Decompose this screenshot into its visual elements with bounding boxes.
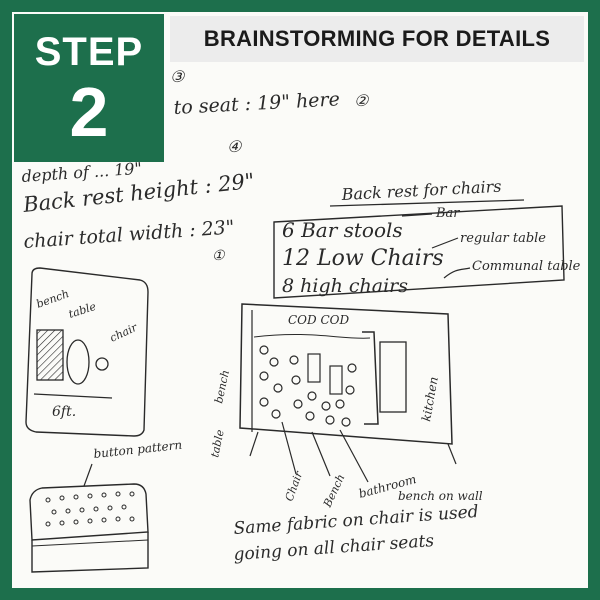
depth-mark: ④ (227, 137, 243, 156)
step-number: 2 (69, 73, 109, 151)
bar-note: Bar (435, 206, 460, 221)
chair-label: chair (108, 321, 140, 345)
list-item-high-chairs: 8 high chairs (282, 275, 408, 297)
dimension-label: 6ft. (52, 404, 76, 420)
seat-mark: ② (354, 91, 370, 110)
page-title: BRAINSTORMING FOR DETAILS (170, 16, 584, 62)
sketch-drawing: ③ to seat : 19" here ② depth of ... 19" … (21, 67, 581, 573)
list-item-low-chairs: 12 Low Chairs (282, 246, 444, 271)
plan-chair-label: Chair (283, 469, 306, 503)
total-width-note: chair total width : 23" (23, 216, 235, 253)
list-item-bar-stools: 6 Bar stools (282, 218, 403, 242)
list-heading: Back rest for chairs (340, 177, 502, 204)
plan-bench2-label: Bench (321, 472, 348, 510)
step-badge: STEP 2 (14, 14, 164, 162)
plan-table-label: table (208, 428, 227, 459)
step-word: STEP (34, 30, 144, 74)
sketch-paper: ③ to seat : 19" here ② depth of ... 19" … (12, 12, 588, 588)
width-mark: ① (212, 248, 226, 264)
plan-bench-label: bench (212, 369, 232, 405)
seat-height-note: to seat : 19" here (173, 88, 340, 119)
communal-table-note: Communal table (472, 259, 581, 274)
pattern-label: button pattern (93, 438, 183, 461)
kitchen-label: kitchen (419, 376, 441, 423)
regular-table-note: regular table (460, 231, 546, 246)
plan-top-label: COD COD (288, 313, 349, 327)
bottom-note-line1: Same fabric on chair is used (233, 502, 479, 539)
table-label: table (67, 300, 98, 321)
bench-on-wall-label: bench on wall (398, 489, 483, 503)
top-mark: ③ (170, 67, 186, 86)
bench-label: bench (35, 287, 71, 311)
